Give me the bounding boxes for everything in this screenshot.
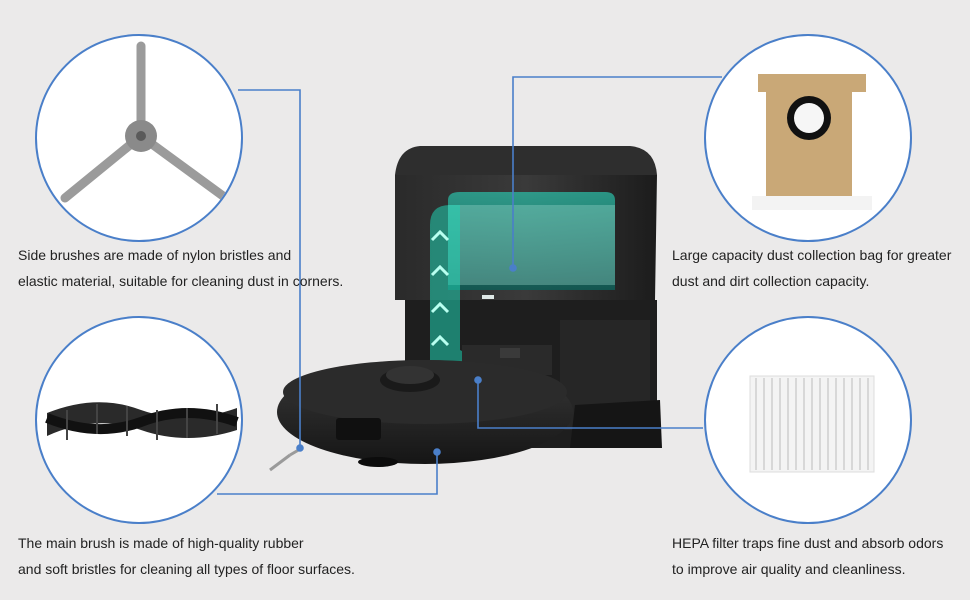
dust-bag-caption: Large capacity dust collection bag for g… [672,242,951,294]
main-brush-caption-line2: and soft bristles for cleaning all types… [18,561,355,577]
side-brush-circle [35,34,243,242]
hepa-filter-caption-line2: to improve air quality and cleanliness. [672,561,906,577]
dust-bag-circle [704,34,912,242]
hepa-filter-circle [704,316,912,524]
main-brush-caption-line1: The main brush is made of high-quality r… [18,535,304,551]
dust-bag-caption-line2: dust and dirt collection capacity. [672,273,870,289]
hepa-filter-caption: HEPA filter traps fine dust and absorb o… [672,530,943,582]
roller-brush-icon [45,402,239,440]
main-brush-caption: The main brush is made of high-quality r… [18,530,355,582]
side-brush-caption-line1: Side brushes are made of nylon bristles … [18,247,292,263]
hepa-filter-caption-line1: HEPA filter traps fine dust and absorb o… [672,535,944,551]
hepa-filter-icon [749,375,875,473]
side-brush-icon [60,41,228,203]
side-brush-caption: Side brushes are made of nylon bristles … [18,242,343,294]
side-brush-caption-line2: elastic material, suitable for cleaning … [18,273,344,289]
dust-bag-icon [752,74,872,210]
dust-bag-caption-line1: Large capacity dust collection bag for g… [672,247,952,263]
main-brush-circle [35,316,243,524]
